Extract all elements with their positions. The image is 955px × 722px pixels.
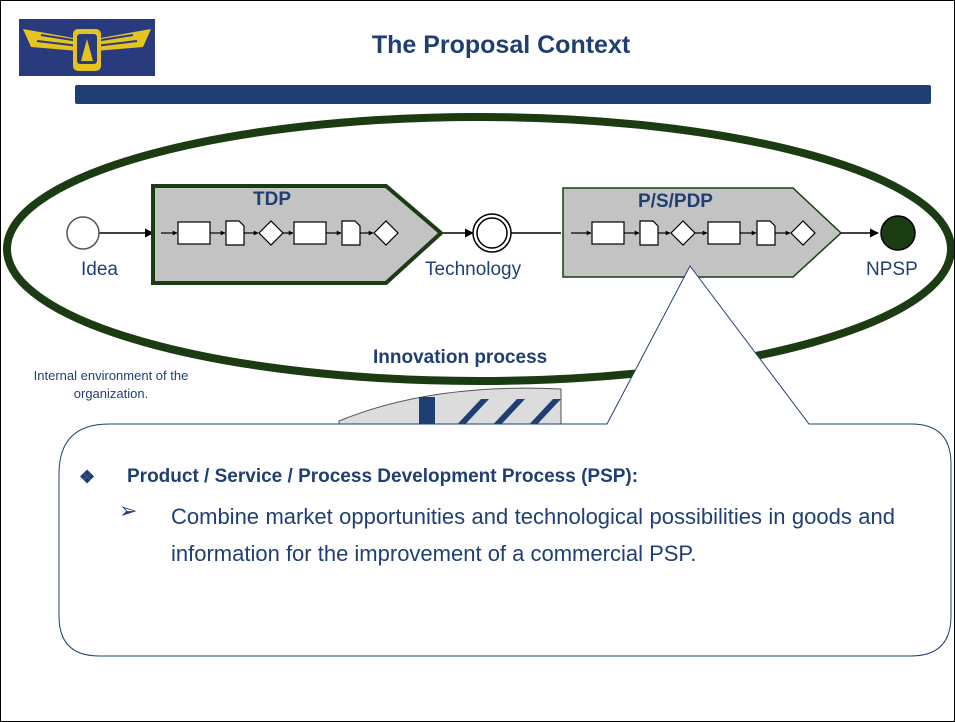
pspdp-inner-flow <box>571 220 816 246</box>
pspdp-label: P/S/PDP <box>638 191 713 212</box>
bullet-title: Product / Service / Process Development … <box>127 466 639 487</box>
bullet-item: ❖ Product / Service / Process Developmen… <box>79 466 949 488</box>
start-event <box>66 216 100 250</box>
sub-bullet-text: Combine market opportunities and technol… <box>171 504 895 566</box>
npsp-label: NPSP <box>866 259 918 280</box>
tdp-label: TDP <box>253 189 291 210</box>
callout-box <box>58 265 952 657</box>
innovation-process-label: Innovation process <box>373 347 548 368</box>
header-bar <box>75 85 931 104</box>
slide-title: The Proposal Context <box>371 31 631 59</box>
tdp-inner-flow <box>161 220 399 246</box>
idea-label: Idea <box>81 259 118 280</box>
technology-event <box>472 213 512 253</box>
end-event <box>880 215 916 251</box>
environment-note: Internal environment of the organization… <box>33 368 189 401</box>
technology-label: Technology <box>425 259 522 280</box>
background-graphic <box>338 387 562 432</box>
sub-bullet-item: ➢ Combine market opportunities and techn… <box>119 498 949 572</box>
arrowhead-bullet-icon: ➢ <box>119 498 138 523</box>
four-diamond-bullet-icon: ❖ <box>79 467 96 487</box>
ita-logo <box>19 19 155 76</box>
callout-content: ❖ Product / Service / Process Developmen… <box>79 466 949 572</box>
